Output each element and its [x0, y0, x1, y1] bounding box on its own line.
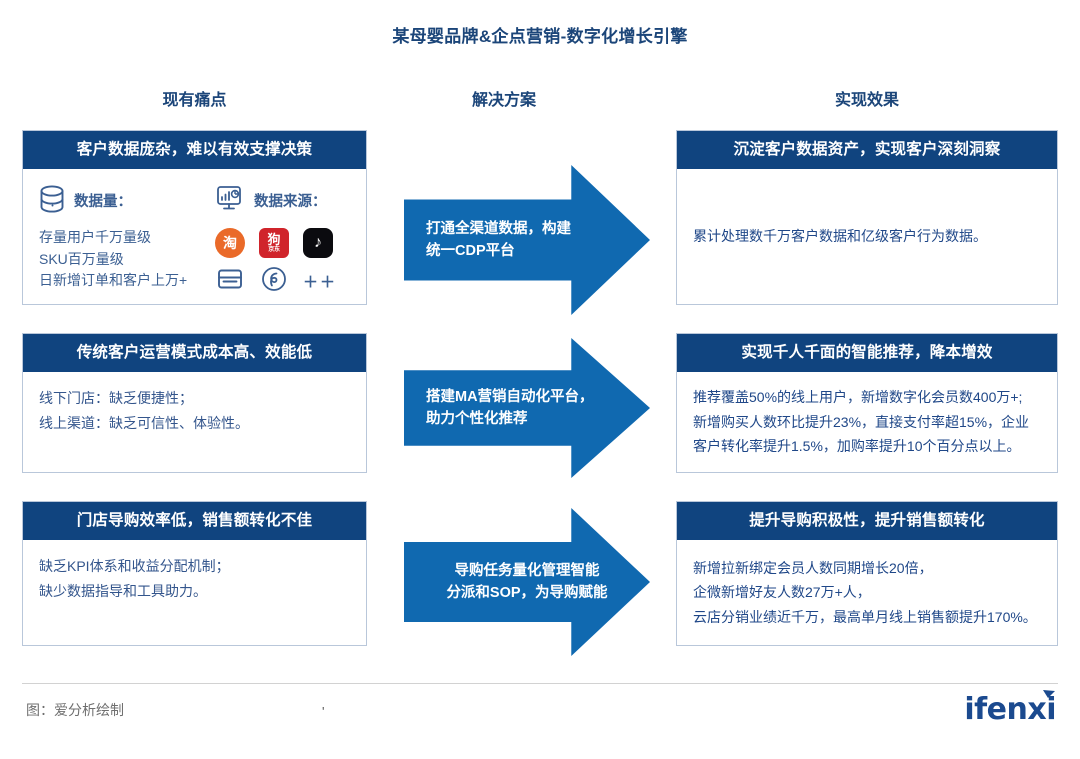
pain-card-3-heading: 门店导购效率低，销售额转化不佳 [23, 502, 366, 540]
pain-card-1-body: 数据量： 存量用户千万量级 SKU百万量级 日新增订单和客户上万+ [23, 169, 366, 304]
taobao-logo: 淘 [215, 228, 245, 258]
pain-card-3: 门店导购效率低，销售额转化不佳 缺乏KPI体系和收益分配机制； 缺少数据指导和工… [22, 501, 367, 646]
metric-data-volume-label: 数据量： [74, 194, 132, 211]
footer-divider [22, 683, 1058, 684]
solution-2-line-1: 搭建MA营销自动化平台， [426, 388, 594, 405]
solution-arrow-3: 导购任务量化管理智能 分派和SOP，为导购赋能 [404, 508, 650, 656]
database-icon [39, 184, 65, 222]
solution-arrow-1: 打通全渠道数据，构建 统一CDP平台 [404, 165, 650, 315]
pain-card-1: 客户数据庞杂，难以有效支撑决策 数据量： 存量用户千万量级 [22, 130, 367, 305]
result-2-line-2: 新增购买人数环比提升23%，直接支付率超15%，企业 [693, 413, 1030, 430]
douyin-logo: ♪ [303, 228, 333, 258]
result-2-line-3: 客户转化率提升1.5%，加购率提升10个百分点以上。 [693, 438, 1021, 455]
column-header-pain: 现有痛点 [162, 92, 227, 109]
data-volume-line-1: 存量用户千万量级 [39, 229, 151, 245]
data-volume-line-2: SKU百万量级 [39, 250, 124, 267]
pain-card-1-heading: 客户数据庞杂，难以有效支撑决策 [23, 131, 366, 169]
solution-3-line-1: 导购任务量化管理智能 [454, 562, 600, 579]
solution-3-line-2: 分派和SOP，为导购赋能 [446, 585, 608, 601]
result-card-2-heading: 实现千人千面的智能推荐，降本增效 [677, 334, 1057, 372]
solution-arrow-1-text: 打通全渠道数据，构建 统一CDP平台 [404, 218, 650, 263]
solution-arrow-2: 搭建MA营销自动化平台， 助力个性化推荐 [404, 338, 650, 478]
metric-data-source: 数据来源： 淘 狗 京东 ♪ [215, 185, 367, 292]
result-2-line-1: 推荐覆盖50%的线上用户，新增数字化会员数400万+; [693, 389, 1023, 406]
column-header-solution: 解决方案 [471, 92, 536, 109]
column-header-result: 实现效果 [834, 92, 899, 109]
source-note: 图：爱分析绘制 [26, 702, 124, 718]
more-sources-label: ＋＋ [303, 273, 338, 291]
stray-dot-mark: ' [322, 704, 325, 719]
page-title: 某母婴品牌&企点营销-数字化增长引擎 [392, 27, 688, 46]
result-card-3-heading: 提升导购积极性，提升销售额转化 [677, 502, 1057, 540]
pain-card-2-heading: 传统客户运营模式成本高、效能低 [23, 334, 366, 372]
solution-2-line-2: 助力个性化推荐 [426, 411, 528, 427]
pain-card-2: 传统客户运营模式成本高、效能低 线下门店：缺乏便捷性； 线上渠道：缺乏可信性、体… [22, 333, 367, 473]
result-card-1-body: 累计处理数千万客户数据和亿级客户行为数据。 [677, 169, 1057, 304]
result-card-3: 提升导购积极性，提升销售额转化 新增拉新绑定会员人数同期增长20倍， 企微新增好… [676, 501, 1058, 646]
pain-card-2-body: 线下门店：缺乏便捷性； 线上渠道：缺乏可信性、体验性。 [23, 372, 366, 472]
pain-3-line-2: 缺少数据指导和工具助力。 [39, 582, 207, 599]
box-icon [215, 266, 245, 300]
pain-3-line-1: 缺乏KPI体系和收益分配机制； [39, 558, 230, 574]
dashboard-monitor-icon [215, 184, 245, 222]
ifenxi-logo: ifenxi [964, 690, 1056, 727]
result-1-line-1: 累计处理数千万客户数据和亿级客户行为数据。 [693, 228, 987, 245]
solution-arrow-2-text: 搭建MA营销自动化平台， 助力个性化推荐 [404, 386, 650, 431]
ifenxi-logo-text: ifenxi [964, 692, 1056, 727]
brand-logo-row-1: 淘 狗 京东 ♪ [215, 228, 367, 258]
result-3-line-2: 企微新增好友人数27万+人， [693, 584, 871, 601]
result-card-3-body: 新增拉新绑定会员人数同期增长20倍， 企微新增好友人数27万+人， 云店分销业绩… [677, 540, 1057, 645]
result-card-1-heading: 沉淀客户数据资产，实现客户深刻洞察 [677, 131, 1057, 169]
jd-logo: 狗 京东 [259, 228, 289, 258]
solution-1-line-2: 统一CDP平台 [426, 243, 515, 259]
pain-card-3-body: 缺乏KPI体系和收益分配机制； 缺少数据指导和工具助力。 [23, 540, 366, 645]
result-card-1: 沉淀客户数据资产，实现客户深刻洞察 累计处理数千万客户数据和亿级客户行为数据。 [676, 130, 1058, 305]
data-volume-line-3: 日新增订单和客户上万+ [39, 272, 188, 289]
metric-data-volume-lines: 存量用户千万量级 SKU百万量级 日新增订单和客户上万+ [39, 227, 215, 292]
pain-2-line-1: 线下门店：缺乏便捷性； [39, 390, 193, 406]
metric-data-volume: 数据量： 存量用户千万量级 SKU百万量级 日新增订单和客户上万+ [39, 185, 215, 292]
wechat-channels-icon [259, 264, 289, 302]
metric-data-source-label: 数据来源： [254, 194, 327, 211]
result-card-2: 实现千人千面的智能推荐，降本增效 推荐覆盖50%的线上用户，新增数字化会员数40… [676, 333, 1058, 473]
brand-logo-row-2: ＋＋ [215, 264, 367, 302]
result-3-line-3: 云店分销业绩近千万，最高单月线上销售额提升170%。 [693, 608, 1037, 625]
solution-arrow-3-text: 导购任务量化管理智能 分派和SOP，为导购赋能 [404, 560, 650, 605]
result-card-2-body: 推荐覆盖50%的线上用户，新增数字化会员数400万+; 新增购买人数环比提升23… [677, 372, 1057, 472]
pain-2-line-2: 线上渠道：缺乏可信性、体验性。 [39, 414, 249, 431]
result-3-line-1: 新增拉新绑定会员人数同期增长20倍， [693, 559, 933, 576]
logo-swoosh-icon [1043, 690, 1055, 698]
solution-1-line-1: 打通全渠道数据，构建 [426, 220, 571, 237]
